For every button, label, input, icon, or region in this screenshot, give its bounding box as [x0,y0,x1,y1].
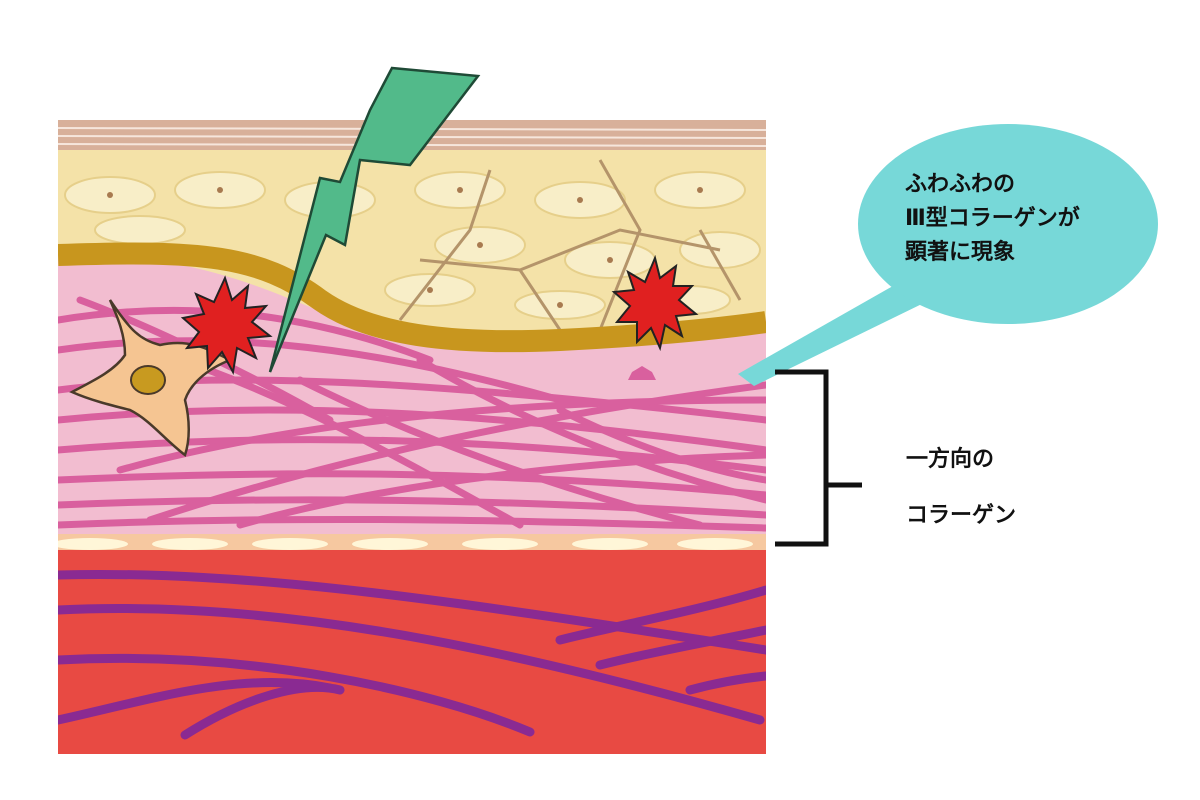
fat-cells [58,538,753,550]
fibroblast-cell-icon [69,299,234,458]
callout-line: 顕著に現象 [905,240,1016,265]
basement-membrane [58,242,766,353]
callout-pointer [738,282,930,386]
bracket-label-line: コラーゲン [906,503,1017,528]
small-dent [628,366,656,380]
layer-bracket [775,369,862,547]
bracket-label-line: 一方向の [906,447,995,472]
red-burst-icon [611,254,699,352]
callout-line: ふわふわの [905,172,1016,197]
callout-text: ふわふわの Ⅲ型コラーゲンが 顕著に現象 [905,168,1135,270]
lightning-bolt-icon [268,66,481,373]
callout-bubble [858,124,1158,324]
red-burst-icon [180,275,273,376]
cell-borders [398,159,742,331]
bracket-label: 一方向の コラーゲン [906,432,1126,544]
callout-line: Ⅲ型コラーゲンが [905,206,1080,231]
muscle-fibers [58,569,766,740]
